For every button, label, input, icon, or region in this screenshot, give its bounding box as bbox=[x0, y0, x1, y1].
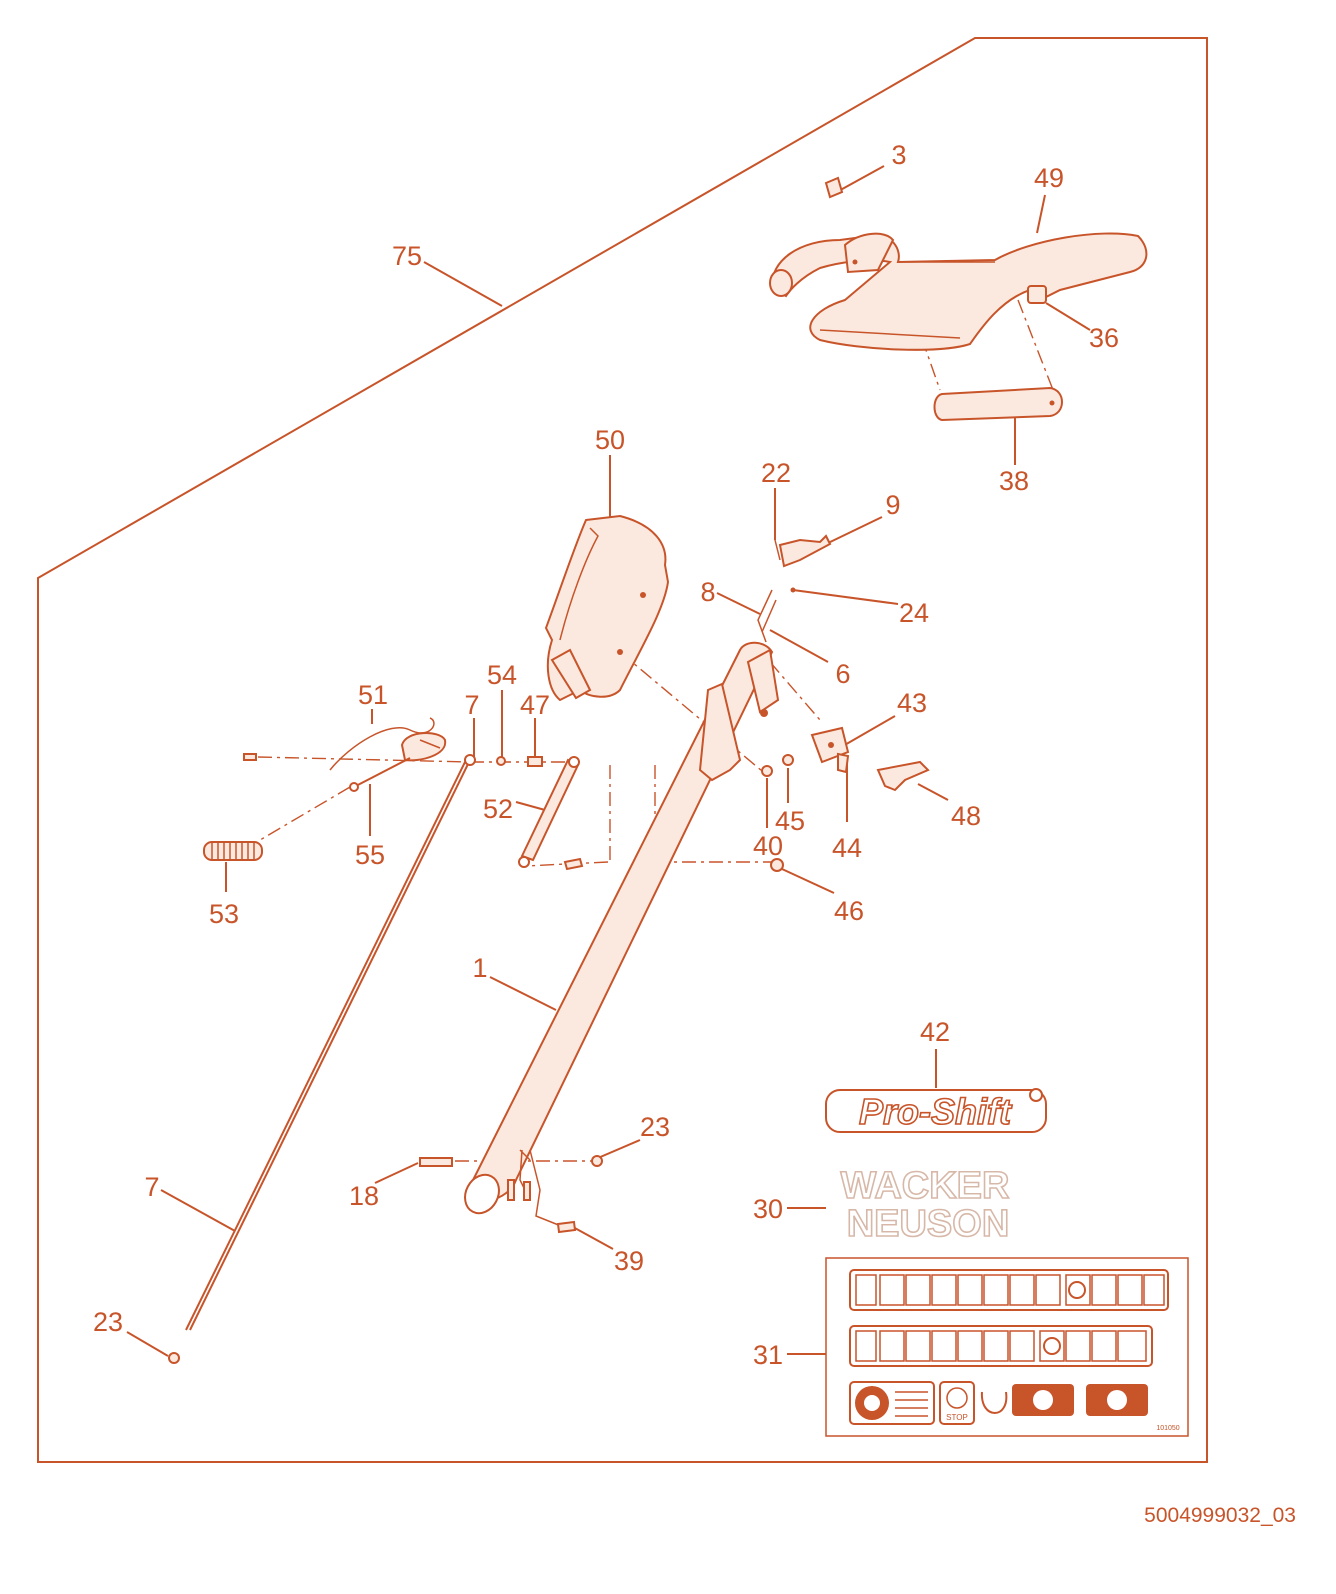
callout-42: 42 bbox=[920, 1017, 950, 1047]
callout-75: 75 bbox=[392, 241, 422, 271]
callout-52: 52 bbox=[483, 794, 513, 824]
sheet-code: 101050 bbox=[1156, 1425, 1179, 1432]
pin-18 bbox=[419, 1157, 453, 1167]
callout-49: 49 bbox=[1034, 163, 1064, 193]
cover-50 bbox=[544, 514, 670, 702]
nut-23-upper bbox=[591, 1155, 603, 1167]
callout-53: 53 bbox=[209, 899, 239, 929]
callout-43: 43 bbox=[897, 688, 927, 718]
callout-22: 22 bbox=[761, 458, 791, 488]
plug-36 bbox=[1027, 285, 1047, 304]
callout-30: 30 bbox=[753, 1194, 783, 1224]
callout-31: 31 bbox=[753, 1340, 783, 1370]
neuson-text: NEUSON bbox=[847, 1203, 1010, 1245]
alignment-lines bbox=[254, 261, 1056, 1162]
callout-55: 55 bbox=[355, 840, 385, 870]
spring-53 bbox=[203, 841, 263, 861]
callout-45: 45 bbox=[775, 806, 805, 836]
callout-48: 48 bbox=[951, 801, 981, 831]
callout-50: 50 bbox=[595, 425, 625, 455]
callout-9: 9 bbox=[885, 490, 900, 520]
pro-shift-text: Pro-Shift bbox=[859, 1091, 1013, 1132]
main-tube-1 bbox=[464, 641, 774, 1215]
callout-7: 7 bbox=[464, 690, 479, 720]
gas-spring-52 bbox=[518, 756, 584, 871]
bolt-left bbox=[243, 753, 257, 761]
callout-38: 38 bbox=[999, 466, 1029, 496]
washer-40 bbox=[761, 765, 773, 777]
callout-3: 3 bbox=[891, 140, 906, 170]
callout-1: 1 bbox=[472, 953, 487, 983]
wacker-neuson-decal-30: WACKER NEUSON bbox=[840, 1164, 1010, 1246]
callout-36: 36 bbox=[1089, 323, 1119, 353]
callout-7: 7 bbox=[144, 1172, 159, 1202]
bolt-44 bbox=[837, 752, 850, 774]
wire-harness-39 bbox=[507, 1149, 577, 1234]
callout-40: 40 bbox=[753, 831, 783, 861]
lever-48 bbox=[876, 760, 930, 792]
washer-54 bbox=[496, 756, 506, 766]
callout-54: 54 bbox=[487, 660, 517, 690]
wacker-text: WACKER bbox=[841, 1165, 1010, 1207]
stop-label: STOP bbox=[946, 1413, 968, 1422]
nut-47 bbox=[527, 756, 543, 767]
bracket bbox=[698, 648, 780, 782]
nut-46 bbox=[770, 858, 784, 872]
callout-51: 51 bbox=[358, 680, 388, 710]
callout-23: 23 bbox=[640, 1112, 670, 1142]
handlebar bbox=[769, 232, 1148, 351]
grip-38 bbox=[933, 386, 1063, 422]
pro-shift-decal-42: Pro-Shift bbox=[825, 1088, 1047, 1133]
label-sheet-31: STOP 101050 bbox=[825, 1257, 1189, 1437]
callout-18: 18 bbox=[349, 1181, 379, 1211]
callout-44: 44 bbox=[832, 833, 862, 863]
lever-51 bbox=[329, 717, 447, 792]
document-id: 5004999032_03 bbox=[1144, 1504, 1296, 1527]
callout-46: 46 bbox=[834, 896, 864, 926]
leader-lines bbox=[126, 165, 1091, 1357]
callout-6: 6 bbox=[835, 659, 850, 689]
switch-9 bbox=[757, 534, 832, 643]
diagram-frame bbox=[37, 37, 1208, 1463]
end-cap-3 bbox=[824, 176, 844, 199]
callout-8: 8 bbox=[700, 577, 715, 607]
washer-45 bbox=[782, 754, 794, 766]
rod-7 bbox=[168, 754, 476, 1364]
callout-47: 47 bbox=[520, 690, 550, 720]
callout-39: 39 bbox=[614, 1246, 644, 1276]
callout-23: 23 bbox=[93, 1307, 123, 1337]
callout-24: 24 bbox=[899, 598, 929, 628]
callout-labels: 1367789182223232430313638394042434445464… bbox=[93, 140, 1119, 1370]
